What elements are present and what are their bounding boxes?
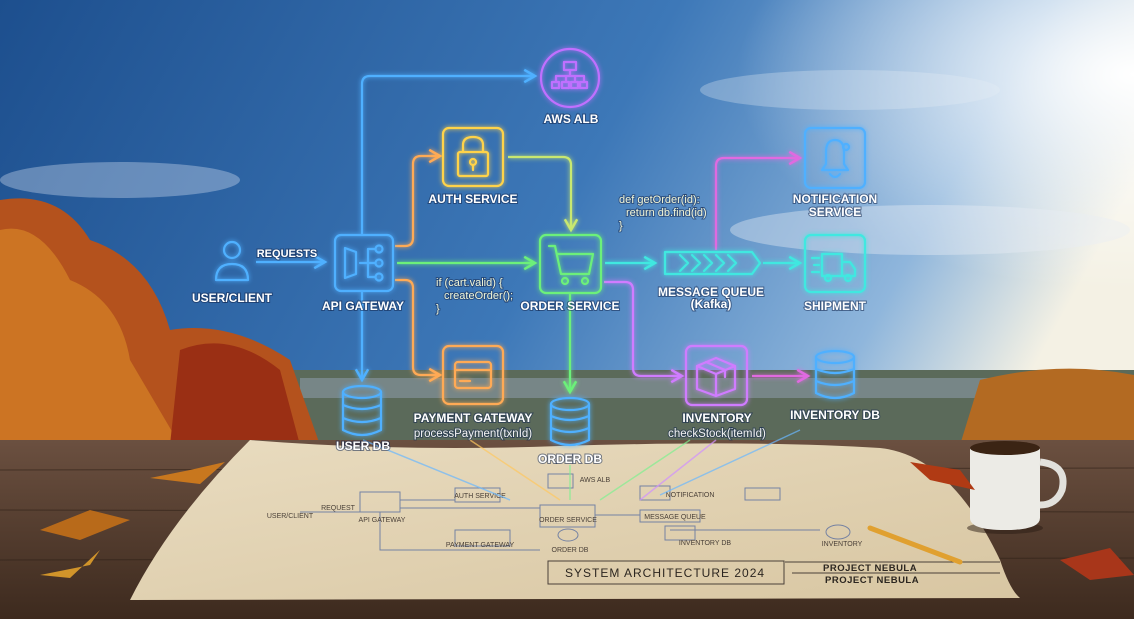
payment-gateway-node[interactable] (441, 344, 505, 406)
svg-text:MESSAGE QUEUE: MESSAGE QUEUE (644, 514, 706, 521)
code-cart-line: if (cart.valid) { (436, 277, 503, 289)
delivery-truck-icon (810, 252, 857, 283)
api-gateway-label: API GATEWAY (322, 299, 404, 313)
notification-label-line2: SERVICE (809, 205, 861, 219)
code-order-line: return db.find(id) (626, 207, 707, 219)
hierarchy-icon (550, 60, 589, 90)
notification-service-node[interactable] (803, 126, 867, 190)
svg-text:AWS ALB: AWS ALB (580, 477, 611, 484)
svg-text:NOTIFICATION: NOTIFICATION (666, 492, 715, 499)
svg-text:PROJECT NEBULA: PROJECT NEBULA (823, 563, 917, 574)
user-icon (222, 240, 242, 260)
arrow-gateway-to-payment (395, 278, 443, 383)
bell-icon (820, 138, 851, 179)
title-block: SYSTEM ARCHITECTURE 2024 PROJECT NEBULA … (547, 560, 1000, 586)
arrow-gateway-to-auth (395, 148, 443, 248)
payment-gateway-label: PAYMENT GATEWAY (414, 411, 533, 425)
connectors (256, 68, 811, 395)
code-order-line: } (619, 220, 623, 232)
inventory-call-label: checkStock(itemId) (668, 428, 766, 440)
order-db-node[interactable] (549, 396, 591, 447)
order-db-label: ORDER DB (538, 452, 602, 466)
user-client-label: USER/CLIENT (192, 291, 273, 305)
notification-label-line1: NOTIFICATION (793, 192, 877, 206)
api-gateway-node[interactable] (333, 233, 395, 293)
arrow-order-to-inventory (604, 280, 685, 384)
order-service-label: ORDER SERVICE (520, 299, 619, 313)
inventory-label: INVENTORY (682, 411, 751, 425)
svg-text:USER/CLIENT: USER/CLIENT (267, 513, 314, 520)
coffee-mug (967, 441, 1067, 534)
inventory-db-label: INVENTORY DB (790, 408, 880, 422)
auth-service-label: AUTH SERVICE (428, 192, 517, 206)
arrow-auth-to-order (508, 155, 579, 233)
code-cart-line: createOrder(); (444, 290, 513, 302)
user-client-node[interactable] (214, 240, 250, 282)
payment-call-label: processPayment(txnId) (414, 428, 532, 440)
order-service-node[interactable] (538, 233, 603, 295)
code-snippets: if (cart.valid) { createOrder(); } def g… (435, 193, 708, 316)
blueprint-labels: USER/CLIENT REQUEST API GATEWAY AUTH SER… (267, 477, 863, 554)
aws-alb-label: AWS ALB (544, 112, 599, 126)
code-order-line: def getOrder(id): (619, 194, 700, 206)
shipment-label: SHIPMENT (804, 299, 867, 313)
node-labels: REQUESTS USER/CLIENT API GATEWAY AWS ALB… (191, 111, 881, 467)
svg-text:ORDER SERVICE: ORDER SERVICE (539, 517, 597, 524)
svg-text:API GATEWAY: API GATEWAY (359, 517, 406, 524)
arrow-gateway-to-alb (360, 68, 538, 234)
svg-text:INVENTORY DB: INVENTORY DB (679, 540, 731, 547)
message-queue-label: MESSAGE QUEUE (658, 285, 764, 299)
user-db-node[interactable] (341, 384, 383, 437)
shipment-node[interactable] (803, 233, 867, 294)
svg-text:AUTH SERVICE: AUTH SERVICE (454, 493, 506, 500)
gateway-icon (343, 244, 384, 282)
code-cart-line: } (436, 303, 440, 315)
inventory-node[interactable] (684, 344, 749, 407)
lock-icon (456, 135, 490, 178)
requests-label: REQUESTS (257, 248, 318, 260)
projection-beams (362, 429, 801, 501)
chevrons-icon (678, 253, 738, 273)
database-icon (549, 396, 591, 447)
credit-card-icon (453, 360, 493, 390)
svg-text:REQUEST: REQUEST (321, 505, 356, 512)
blueprint-paper: USER/CLIENT REQUEST API GATEWAY AUTH SER… (130, 440, 1020, 600)
message-queue-node[interactable] (663, 250, 762, 276)
user-db-label: USER DB (336, 439, 390, 453)
autumn-leaves (40, 462, 1134, 580)
arrow-queue-to-notification (714, 150, 803, 250)
aws-alb-node[interactable] (539, 47, 601, 109)
svg-text:PAYMENT GATEWAY: PAYMENT GATEWAY (446, 542, 515, 549)
svg-text:PROJECT NEBULA: PROJECT NEBULA (825, 575, 919, 586)
database-icon (814, 349, 856, 400)
cart-icon (547, 244, 595, 286)
inventory-db-node[interactable] (814, 349, 856, 400)
svg-text:ORDER DB: ORDER DB (552, 547, 589, 554)
pencil (867, 525, 963, 565)
svg-text:INVENTORY: INVENTORY (822, 541, 863, 548)
message-queue-sub-label: (Kafka) (691, 297, 732, 311)
database-icon (341, 384, 383, 437)
auth-service-node[interactable] (441, 126, 505, 188)
package-box-icon (695, 356, 737, 398)
svg-text:SYSTEM ARCHITECTURE 2024: SYSTEM ARCHITECTURE 2024 (565, 566, 765, 580)
